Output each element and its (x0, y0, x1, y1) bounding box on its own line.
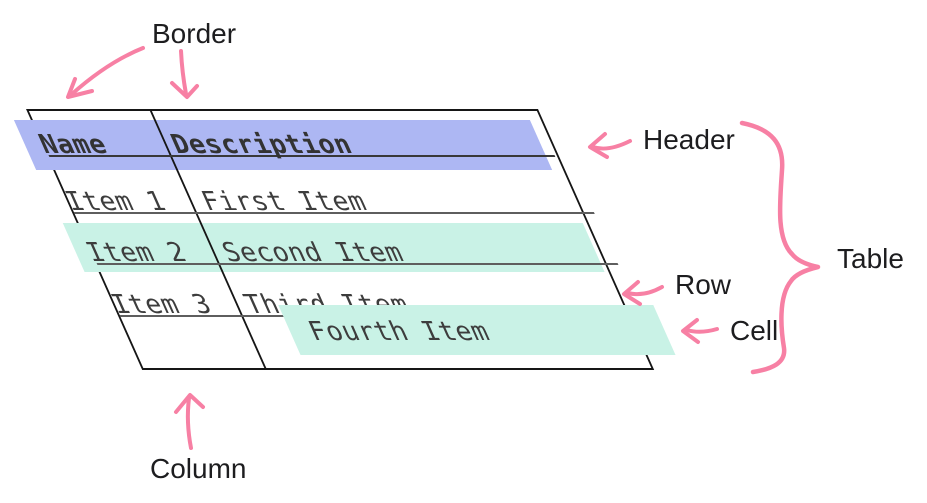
border-arrow-left-icon (70, 46, 145, 96)
header-arrow-icon (591, 139, 632, 151)
border-arrow-right-head-icon (170, 81, 199, 99)
cell-item-2: Item 2 (81, 238, 192, 268)
header-cell-description: Description (166, 130, 358, 160)
column-arrow-icon (185, 396, 193, 450)
header-cell-name: Name (34, 130, 113, 160)
header-label: Header (643, 124, 735, 155)
row-arrow-head-icon (622, 280, 642, 306)
header-arrow-head-icon (588, 132, 609, 159)
border-label: Border (152, 18, 237, 49)
column-label: Column (150, 453, 247, 484)
column-arrow-head-icon (174, 393, 205, 414)
row-label: Row (675, 269, 732, 300)
cell-label: Cell (730, 315, 779, 346)
border-arrow-right-icon (179, 49, 188, 96)
cell-arrow-icon (685, 327, 719, 334)
cell-arrow-head-icon (681, 318, 700, 344)
cell-fourth-item: Fourth Item (303, 317, 495, 347)
row-arrow-icon (626, 285, 664, 297)
border-arrow-left-head-icon (66, 77, 94, 99)
cell-second-item: Second Item (217, 238, 409, 268)
table-graphic: Name Description Item 1 First Item Item … (13, 109, 676, 370)
cell-item-1: Item 1 (60, 187, 172, 217)
cell-first-item: First Item (196, 187, 372, 217)
cell-item-3: Item 3 (106, 290, 217, 320)
table-label: Table (837, 243, 904, 274)
